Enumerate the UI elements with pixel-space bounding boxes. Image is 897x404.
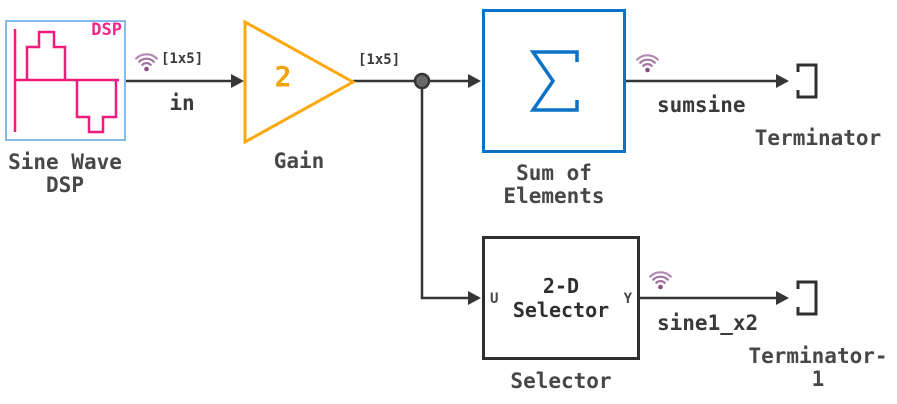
arrowhead-selector-input xyxy=(468,291,481,305)
dsp-badge: DSP xyxy=(91,20,122,40)
block-sine-wave-dsp[interactable]: DSP xyxy=(5,20,126,141)
sigma-icon xyxy=(529,50,579,112)
dimension-label-in: [1x5] xyxy=(161,51,204,67)
wifi-icon-signal-sine1-x2[interactable] xyxy=(649,271,672,290)
arrowhead-terminator-input xyxy=(776,74,789,88)
block-label-terminator-1[interactable]: Terminator-1 xyxy=(748,344,888,391)
signal-name-sine1-x2[interactable]: sine1_x2 xyxy=(657,311,759,335)
wire-branch-to-selector[interactable] xyxy=(420,81,470,300)
gain-value: 2 xyxy=(274,60,292,93)
block-gain[interactable] xyxy=(242,19,356,145)
selector-port-y[interactable]: Y xyxy=(623,291,632,307)
block-label-selector[interactable]: Selector xyxy=(510,369,612,393)
wifi-icon-signal-sumsine[interactable] xyxy=(636,54,659,73)
arrowhead-gain-input xyxy=(231,74,244,88)
block-label-terminator[interactable]: Terminator xyxy=(754,126,882,150)
selector-port-u[interactable]: U xyxy=(490,291,499,307)
terminator1-icon[interactable] xyxy=(796,280,818,316)
dimension-label-gain-out: [1x5] xyxy=(358,52,401,68)
wifi-icon-signal-in[interactable] xyxy=(135,53,158,72)
sine-waveform-icon xyxy=(13,29,119,134)
block-sum-of-elements[interactable] xyxy=(482,9,626,153)
signal-name-sumsine[interactable]: sumsine xyxy=(657,93,746,117)
terminator-icon[interactable] xyxy=(796,63,818,99)
signal-name-in[interactable]: in xyxy=(169,91,195,115)
arrowhead-terminator1-input xyxy=(776,291,789,305)
block-label-gain[interactable]: Gain xyxy=(273,149,325,173)
branch-point[interactable] xyxy=(413,72,431,90)
arrowhead-sum-input xyxy=(468,74,481,88)
gain-triangle-icon xyxy=(243,19,356,145)
